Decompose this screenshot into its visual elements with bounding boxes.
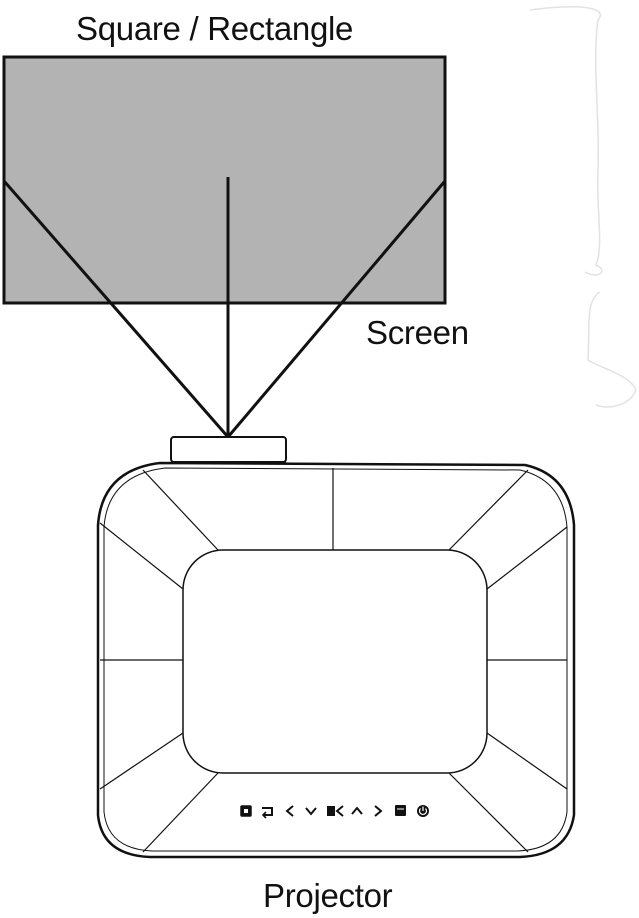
edge-artifact xyxy=(529,6,637,408)
up-arrow-icon xyxy=(351,806,363,815)
keystone-icon xyxy=(327,805,344,817)
menu-icon xyxy=(240,805,252,817)
screen-rectangle xyxy=(2,55,447,305)
projector-lens xyxy=(170,436,287,463)
return-icon xyxy=(261,807,273,819)
beam-left xyxy=(2,180,230,438)
right-arrow-icon xyxy=(374,805,383,817)
projector-top-panel xyxy=(182,549,488,774)
beam-right xyxy=(226,180,447,438)
projection-beams xyxy=(2,177,447,438)
power-icon xyxy=(417,805,429,817)
left-arrow-icon xyxy=(285,805,294,817)
screen-label: Screen xyxy=(366,314,469,351)
projector-label: Projector xyxy=(263,877,393,914)
down-arrow-icon xyxy=(305,807,317,816)
bevel-lines xyxy=(99,468,568,853)
projector-body xyxy=(96,461,576,859)
source-icon xyxy=(395,805,406,816)
shape-label: Square / Rectangle xyxy=(76,10,354,47)
control-panel xyxy=(240,805,429,819)
